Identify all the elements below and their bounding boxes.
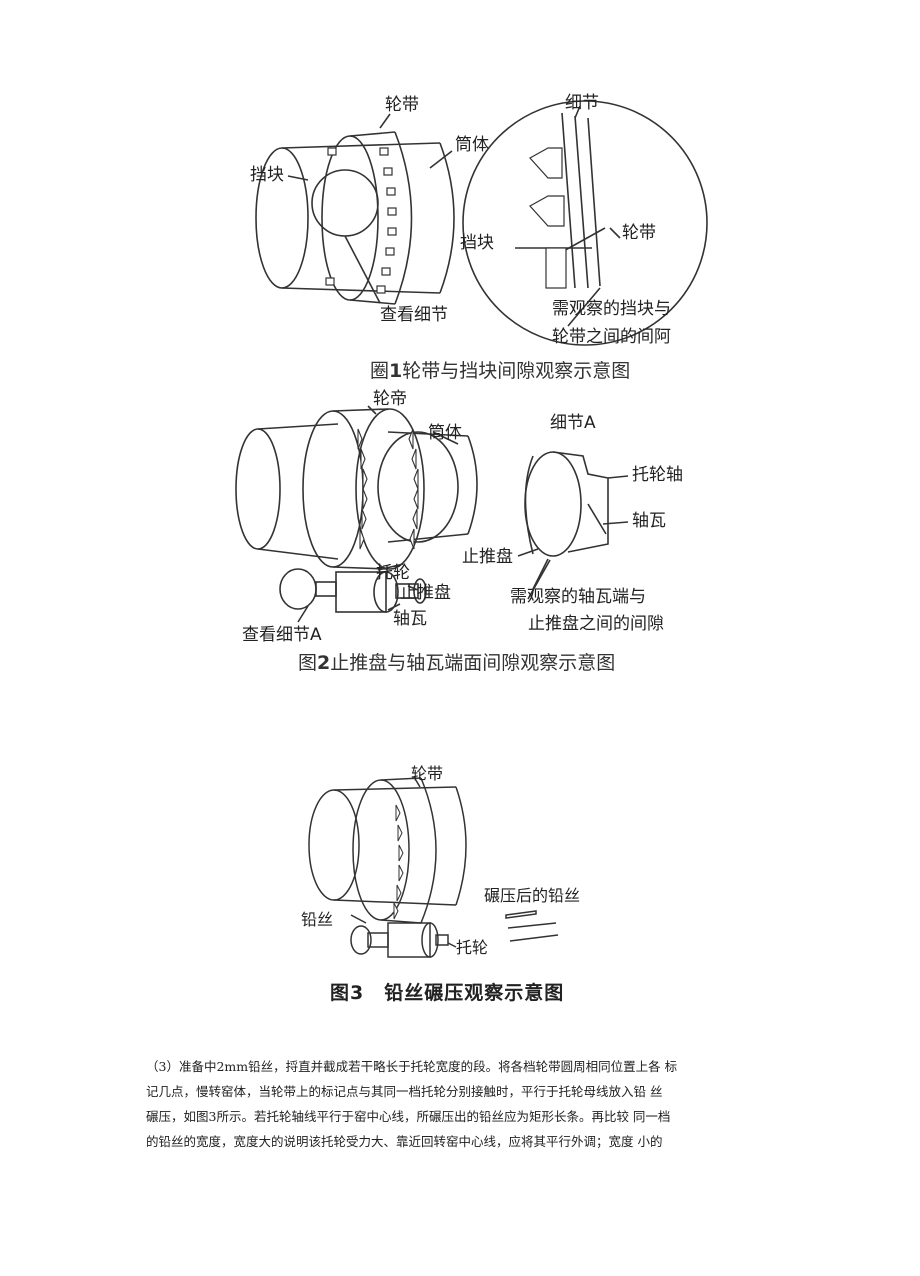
figure-1-caption: 圈1轮带与挡块间隙观察示意图 (370, 356, 630, 383)
body-paragraph: （3）准备中2mm铅丝，捋直并截成若干略长于托轮宽度的段。将各档轮带圆周相同位置… (146, 1054, 786, 1154)
fig2-label-thrust-disc: 止推盘 (400, 583, 451, 603)
figure-2: 轮帝 筒体 托轮 止推盘 轴瓦 查看细节A 细节A 托轮轴 轴瓦 止推盘 需观察… (228, 384, 708, 646)
figure-3-drawing: 轮带 铅丝 托轮 碾压后的铅丝 (301, 765, 580, 958)
fig3-label-lead-wire: 铅丝 (301, 910, 333, 929)
fig1-label-stopper-detail: 挡块 (460, 233, 494, 253)
fig2-caption-prefix: 图 (298, 652, 318, 674)
fig2-label-bearing-detail: 轴瓦 (632, 511, 666, 531)
fig2-label-roller: 托轮 (376, 563, 410, 583)
figure-2-drawing: 轮帝 筒体 托轮 止推盘 轴瓦 查看细节A 细节A 托轮轴 轴瓦 止推盘 需观察… (235, 389, 683, 645)
figure-1: 轮带 筒体 挡块 查看细节 细节 挡块 轮带 需观察的挡块与 轮带之间的间阿 (230, 88, 710, 358)
fig2-note-line1: 需观察的轴瓦端与 (510, 587, 646, 607)
fig2-label-detail: 细节A (550, 413, 596, 433)
fig1-caption-text: 轮带与挡块间隙观察示意图 (402, 360, 631, 382)
fig1-caption-number: 1 (389, 360, 403, 382)
fig1-note-line1: 需观察的挡块与 (552, 299, 671, 319)
figure-1-drawing: 轮带 筒体 挡块 查看细节 细节 挡块 轮带 需观察的挡块与 轮带之间的间阿 (250, 93, 708, 347)
paragraph-line: （3）准备中2mm铅丝，捋直并截成若干略长于托轮宽度的段。将各档轮带圆周相同位置… (146, 1059, 678, 1074)
fig2-note-line2: 止推盘之间的间隙 (528, 614, 664, 634)
fig1-label-detail: 细节 (565, 93, 599, 113)
fig2-label-thrust-disc-detail: 止推盘 (462, 547, 513, 567)
figure-3: 轮带 铅丝 托轮 碾压后的铅丝 (296, 765, 586, 965)
fig1-label-tire: 轮带 (385, 95, 419, 115)
fig2-label-roller-shaft: 托轮轴 (632, 465, 683, 485)
fig3-label-pressed-wire: 碾压后的铅丝 (484, 886, 580, 905)
fig1-note-line2: 轮带之间的间阿 (552, 327, 671, 347)
figure-3-caption: 图3 铅丝碾压观察示意图 (330, 982, 565, 1004)
paragraph-line: 碾压，如图3所示。若托轮轴线平行于窑中心线，所碾压出的铅丝应为矩形长条。再比较 … (146, 1109, 671, 1124)
fig3-label-tire: 轮带 (411, 765, 443, 783)
fig2-caption-number: 2 (317, 652, 331, 674)
fig1-caption-prefix: 圈 (370, 360, 390, 382)
fig2-caption-text: 止推盘与轴瓦端面间隙观察示意图 (330, 652, 616, 674)
paragraph-line: 的铅丝的宽度，宽度大的说明该托轮受力大、靠近回转窑中心线，应将其平行外调；宽度 … (146, 1134, 663, 1149)
fig1-label-view-detail: 查看细节 (380, 305, 448, 325)
fig2-label-tire: 轮帝 (373, 389, 407, 409)
paragraph-line: 记几点，慢转窑体，当轮带上的标记点与其同一档托轮分别接触时，平行于托轮母线放入铅… (146, 1084, 663, 1099)
fig1-label-tire-detail: 轮带 (622, 223, 656, 243)
fig2-label-shell: 筒体 (428, 423, 462, 443)
fig3-label-roller: 托轮 (456, 938, 488, 957)
figure-2-caption: 图2止推盘与轴瓦端面间隙观察示意图 (298, 648, 615, 675)
fig1-label-stopper: 挡块 (250, 165, 284, 185)
fig1-label-shell: 筒体 (455, 135, 489, 155)
fig2-label-view-detail: 查看细节A (242, 625, 322, 645)
fig2-label-bearing: 轴瓦 (393, 609, 427, 629)
